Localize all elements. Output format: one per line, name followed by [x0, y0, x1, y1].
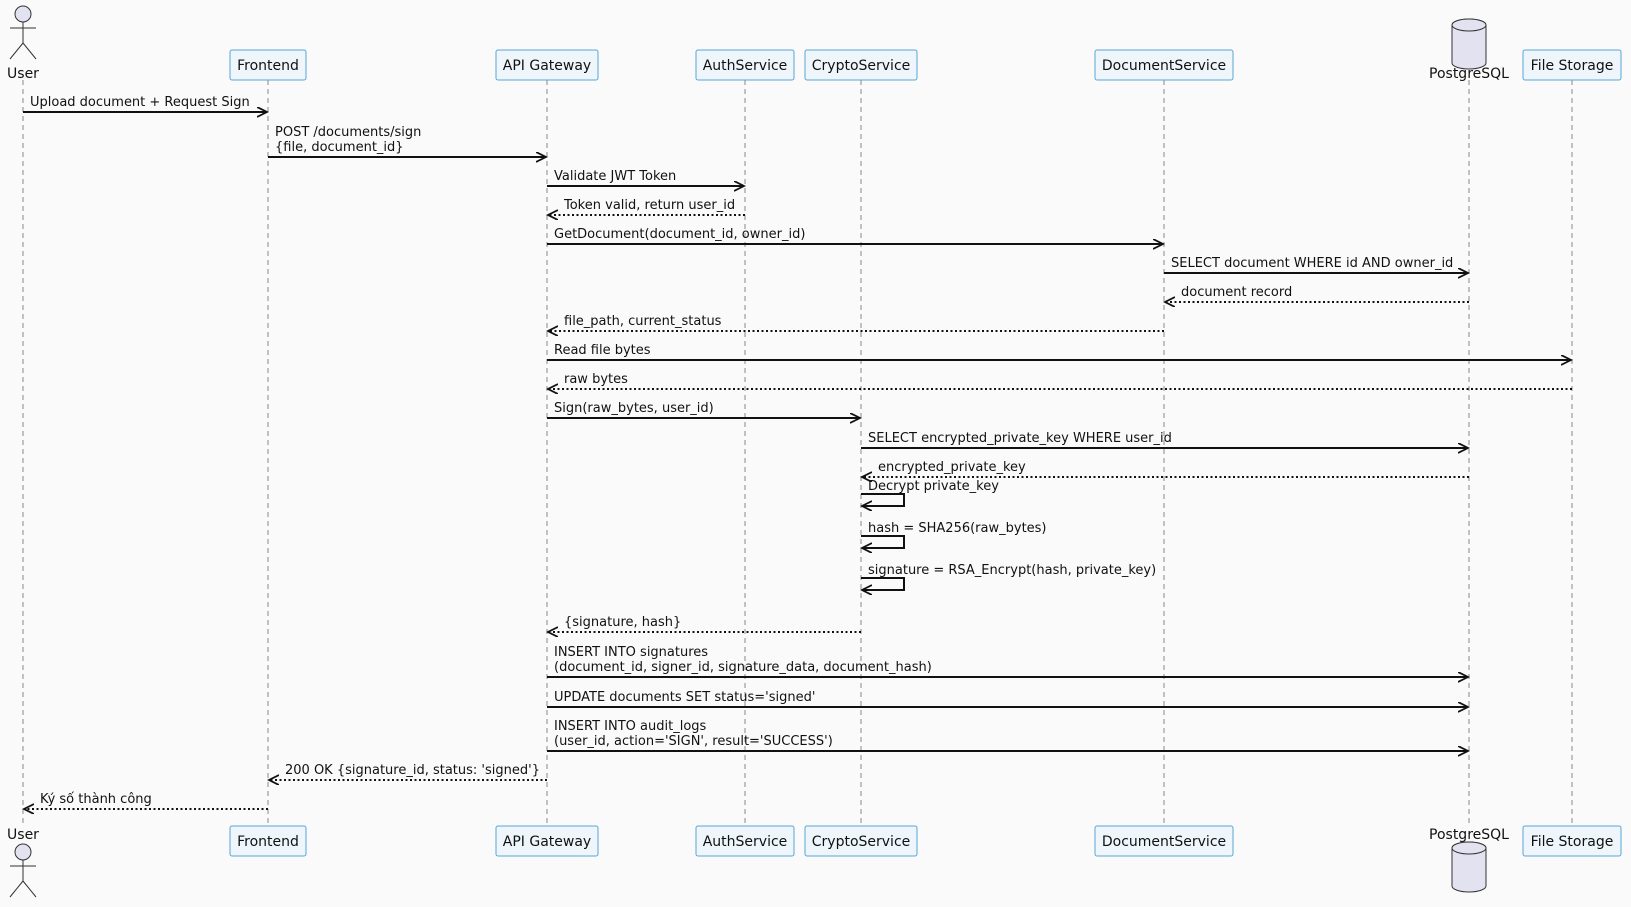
participant-gateway-bottom: API Gateway: [495, 825, 599, 857]
participant-label: File Storage: [1531, 834, 1614, 850]
participant-user-top: User: [7, 5, 39, 82]
participant-box: [804, 49, 918, 81]
message-label: {file, document_id}: [275, 140, 404, 155]
message-label: INSERT INTO audit_logs: [554, 719, 707, 734]
message-label: raw bytes: [564, 372, 628, 387]
participant-label: DocumentService: [1102, 834, 1226, 850]
message-label: hash = SHA256(raw_bytes): [868, 521, 1047, 536]
message-20: INSERT INTO audit_logs(user_id, action='…: [547, 719, 1468, 751]
participant-storage-bottom: File Storage: [1522, 825, 1622, 857]
message-label: GetDocument(document_id, owner_id): [554, 227, 805, 242]
participant-label: API Gateway: [503, 58, 591, 74]
message-12: SELECT encrypted_private_key WHERE user_…: [861, 431, 1468, 448]
participant-box: [1522, 825, 1622, 857]
message-9: Read file bytes: [547, 343, 1571, 360]
message-label: Upload document + Request Sign: [30, 95, 250, 110]
message-11: Sign(raw_bytes, user_id): [547, 401, 860, 418]
participant-box: [1522, 49, 1622, 81]
message-1: Upload document + Request Sign: [23, 95, 267, 112]
message-label: INSERT INTO signatures: [554, 645, 708, 660]
participant-label: API Gateway: [503, 834, 591, 850]
message-arrow: [861, 577, 905, 590]
message-arrow: [861, 535, 905, 548]
message-label: Read file bytes: [554, 343, 651, 358]
participant-box: [229, 49, 307, 81]
database-icon: [1451, 841, 1487, 893]
message-label: Token valid, return user_id: [563, 198, 735, 213]
participant-pg-top: PostgreSQL: [1429, 18, 1509, 82]
message-label: (user_id, action='SIGN', result='SUCCESS…: [554, 734, 833, 749]
participant-box: [695, 825, 795, 857]
message-label: SELECT encrypted_private_key WHERE user_…: [868, 431, 1172, 446]
participant-box: [1094, 825, 1234, 857]
message-19: UPDATE documents SET status='signed': [547, 690, 1468, 707]
participant-box: [804, 825, 918, 857]
message-13: encrypted_private_key: [862, 460, 1469, 477]
message-label: document record: [1181, 285, 1292, 300]
message-3: Validate JWT Token: [547, 169, 744, 186]
message-15: hash = SHA256(raw_bytes): [861, 521, 1047, 548]
message-label: 200 OK {signature_id, status: 'signed'}: [285, 763, 540, 778]
message-21: 200 OK {signature_id, status: 'signed'}: [269, 763, 547, 780]
message-7: document record: [1165, 285, 1469, 302]
participant-label: AuthService: [703, 834, 788, 850]
participant-box: [695, 49, 795, 81]
participant-label: User: [7, 827, 39, 843]
message-label: Sign(raw_bytes, user_id): [554, 401, 714, 416]
participant-box: [495, 49, 599, 81]
participant-crypto-top: CryptoService: [804, 49, 918, 81]
message-label: signature = RSA_Encrypt(hash, private_ke…: [868, 563, 1156, 578]
participant-box: [229, 825, 307, 857]
participant-label: PostgreSQL: [1429, 827, 1509, 843]
message-label: UPDATE documents SET status='signed': [554, 690, 815, 705]
participant-frontend-top: Frontend: [229, 49, 307, 81]
message-label: (document_id, signer_id, signature_data,…: [554, 660, 932, 675]
message-10: raw bytes: [548, 372, 1572, 389]
participant-label: User: [7, 66, 39, 82]
database-icon: [1451, 18, 1487, 70]
message-5: GetDocument(document_id, owner_id): [547, 227, 1163, 244]
participant-label: AuthService: [703, 58, 788, 74]
message-17: {signature, hash}: [548, 615, 861, 632]
participant-docsvc-bottom: DocumentService: [1094, 825, 1234, 857]
message-4: Token valid, return user_id: [548, 198, 745, 215]
participant-frontend-bottom: Frontend: [229, 825, 307, 857]
message-16: signature = RSA_Encrypt(hash, private_ke…: [861, 563, 1156, 590]
participant-gateway-top: API Gateway: [495, 49, 599, 81]
message-18: INSERT INTO signatures(document_id, sign…: [547, 645, 1468, 677]
participant-user-bottom: User: [7, 827, 39, 898]
participant-crypto-bottom: CryptoService: [804, 825, 918, 857]
message-label: file_path, current_status: [564, 314, 722, 329]
participant-label: Frontend: [237, 58, 299, 74]
actor-icon: [9, 843, 37, 898]
message-2: POST /documents/sign{file, document_id}: [268, 125, 546, 157]
message-label: Validate JWT Token: [554, 169, 676, 184]
message-label: Ký số thành công: [40, 792, 152, 807]
message-label: Decrypt private_key: [868, 479, 999, 494]
message-label: SELECT document WHERE id AND owner_id: [1171, 256, 1453, 271]
message-arrow: [861, 493, 905, 506]
actor-icon: [9, 5, 37, 60]
participant-storage-top: File Storage: [1522, 49, 1622, 81]
participant-docsvc-top: DocumentService: [1094, 49, 1234, 81]
participant-label: CryptoService: [812, 834, 911, 850]
participant-label: DocumentService: [1102, 58, 1226, 74]
participant-box: [495, 825, 599, 857]
message-label: POST /documents/sign: [275, 125, 421, 140]
participant-pg-bottom: PostgreSQL: [1429, 827, 1509, 893]
message-6: SELECT document WHERE id AND owner_id: [1164, 256, 1468, 273]
participant-label: File Storage: [1531, 58, 1614, 74]
message-label: {signature, hash}: [564, 615, 681, 630]
participant-label: PostgreSQL: [1429, 66, 1509, 82]
participant-box: [1094, 49, 1234, 81]
participant-auth-top: AuthService: [695, 49, 795, 81]
message-14: Decrypt private_key: [861, 479, 999, 506]
message-22: Ký số thành công: [24, 792, 268, 809]
participant-label: Frontend: [237, 834, 299, 850]
participant-label: CryptoService: [812, 58, 911, 74]
message-8: file_path, current_status: [548, 314, 1164, 331]
message-label: encrypted_private_key: [878, 460, 1026, 475]
participant-auth-bottom: AuthService: [695, 825, 795, 857]
